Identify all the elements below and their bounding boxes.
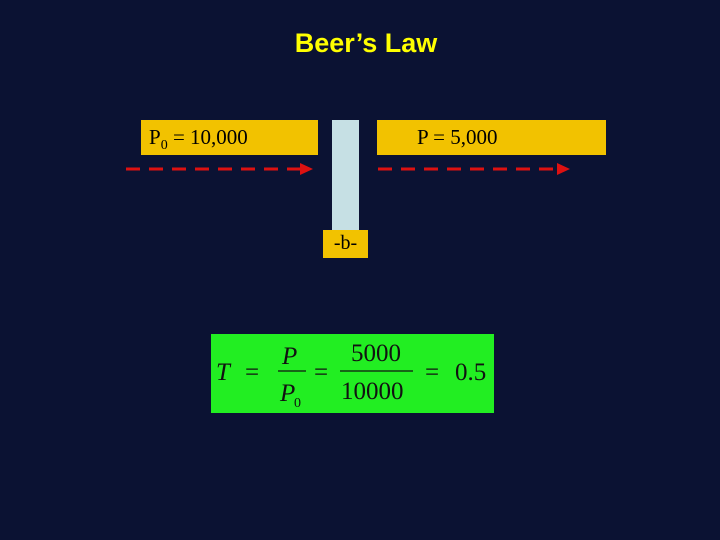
- fraction-2-denominator: 10000: [341, 378, 404, 405]
- equation-graphic: T = P P 0 = 5000 10000 = 0.5: [216, 340, 486, 411]
- fraction-1-denominator-subscript: 0: [294, 396, 301, 411]
- equation-equals-2: =: [314, 359, 328, 386]
- incident-beam-arrow: [126, 163, 313, 175]
- transmitted-beam-arrow: [378, 163, 570, 175]
- equation-equals-3: =: [425, 359, 439, 386]
- slide-title: Beer’s Law: [294, 28, 438, 58]
- incident-power-value: = 10,000: [167, 125, 248, 149]
- path-length-label: -b-: [323, 230, 368, 258]
- fraction-1-numerator: P: [281, 343, 297, 370]
- transmittance-equation: T = P P 0 = 5000 10000 = 0.5: [211, 334, 494, 413]
- incident-power-label: P0 = 10,000: [141, 120, 318, 155]
- fraction-1-denominator: P: [279, 380, 295, 407]
- equation-result: 0.5: [455, 359, 486, 386]
- equation-lhs: T: [216, 359, 232, 386]
- transmitted-power-label: P = 5,000: [377, 120, 606, 155]
- equation-equals-1: =: [245, 359, 259, 386]
- fraction-2-numerator: 5000: [351, 340, 401, 367]
- incident-power-subscript: 0: [160, 138, 168, 153]
- incident-power-symbol: P: [149, 125, 161, 149]
